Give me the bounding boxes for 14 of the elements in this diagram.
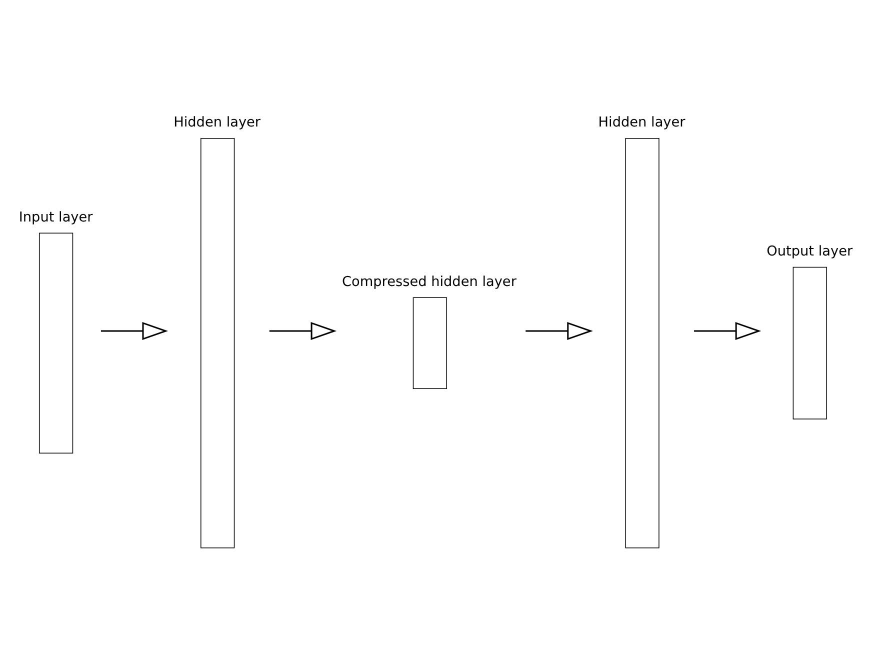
node-label: Compressed hidden layer (342, 274, 516, 290)
node-label: Output layer (766, 243, 853, 260)
node-box (200, 138, 235, 548)
arrow (526, 322, 593, 340)
node-label: Input layer (18, 209, 93, 226)
node-box (38, 232, 74, 454)
arrow (694, 322, 762, 340)
arrow (100, 322, 168, 340)
node-box (625, 138, 660, 548)
node-box (792, 266, 827, 420)
arrow (269, 322, 337, 340)
node-box (412, 297, 447, 390)
node-label: Hidden layer (174, 114, 261, 131)
node-label: Hidden layer (598, 114, 686, 131)
